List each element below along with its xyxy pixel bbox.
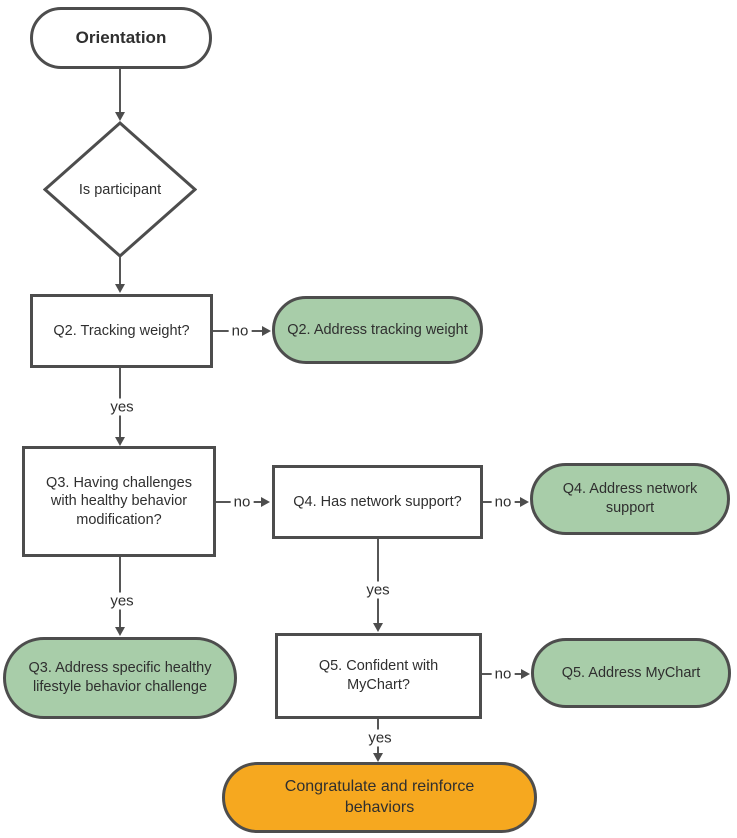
node-congratulate-outcome: Congratulate and reinforce behaviors [222, 762, 537, 833]
arrowhead-down-icon [115, 627, 125, 636]
edge-label-no: no [491, 493, 515, 511]
node-q4-address-network-support: Q4. Address network support [530, 463, 730, 535]
edge-label-no: no [491, 665, 515, 683]
arrowhead-down-icon [373, 623, 383, 632]
edge-label-no: no [230, 493, 254, 511]
node-q5-confident-mychart: Q5. Confident with MyChart? [275, 633, 482, 719]
node-label: Q3. Having challenges with healthy behav… [46, 474, 192, 528]
edge-label-yes: yes [363, 581, 393, 599]
node-q3-address-lifestyle-challenge: Q3. Address specific healthy lifestyle b… [3, 637, 237, 719]
node-label: Q3. Address specific healthy lifestyle b… [28, 660, 212, 695]
arrowhead-down-icon [115, 437, 125, 446]
arrowhead-right-icon [262, 326, 271, 336]
arrowhead-down-icon [373, 753, 383, 762]
edge-label-no: no [228, 322, 252, 340]
diamond-shape [43, 121, 197, 258]
node-orientation-start: Orientation [30, 7, 212, 69]
node-q5-address-mychart: Q5. Address MyChart [531, 638, 731, 708]
node-label: Congratulate and reinforce behaviors [284, 778, 475, 816]
arrowhead-right-icon [521, 669, 530, 679]
arrowhead-right-icon [520, 497, 529, 507]
node-label: Q5. Confident with MyChart? [318, 658, 439, 693]
node-label: Q4. Address network support [562, 481, 698, 516]
connector-orientation-diamond [119, 69, 121, 114]
connector-diamond-q2 [119, 257, 121, 285]
node-label: Q4. Has network support? [293, 493, 462, 510]
node-q3-healthy-behavior-challenges: Q3. Having challenges with healthy behav… [22, 446, 216, 557]
edge-label-yes: yes [107, 592, 137, 610]
node-label: Is participant [78, 181, 162, 198]
edge-label-yes: yes [107, 398, 137, 416]
node-q4-network-support: Q4. Has network support? [272, 465, 483, 539]
arrowhead-down-icon [115, 112, 125, 121]
node-label: Q2. Tracking weight? [53, 322, 190, 339]
node-is-participant-decision: Is participant [43, 121, 197, 258]
node-label: Q2. Address tracking weight [287, 321, 468, 338]
arrowhead-right-icon [261, 497, 270, 507]
arrowhead-down-icon [115, 284, 125, 293]
node-q2-address-tracking-weight: Q2. Address tracking weight [272, 296, 483, 364]
node-q2-tracking-weight: Q2. Tracking weight? [30, 294, 213, 368]
node-label: Q5. Address MyChart [561, 664, 701, 681]
node-label: Orientation [75, 28, 167, 48]
edge-label-yes: yes [365, 729, 395, 747]
